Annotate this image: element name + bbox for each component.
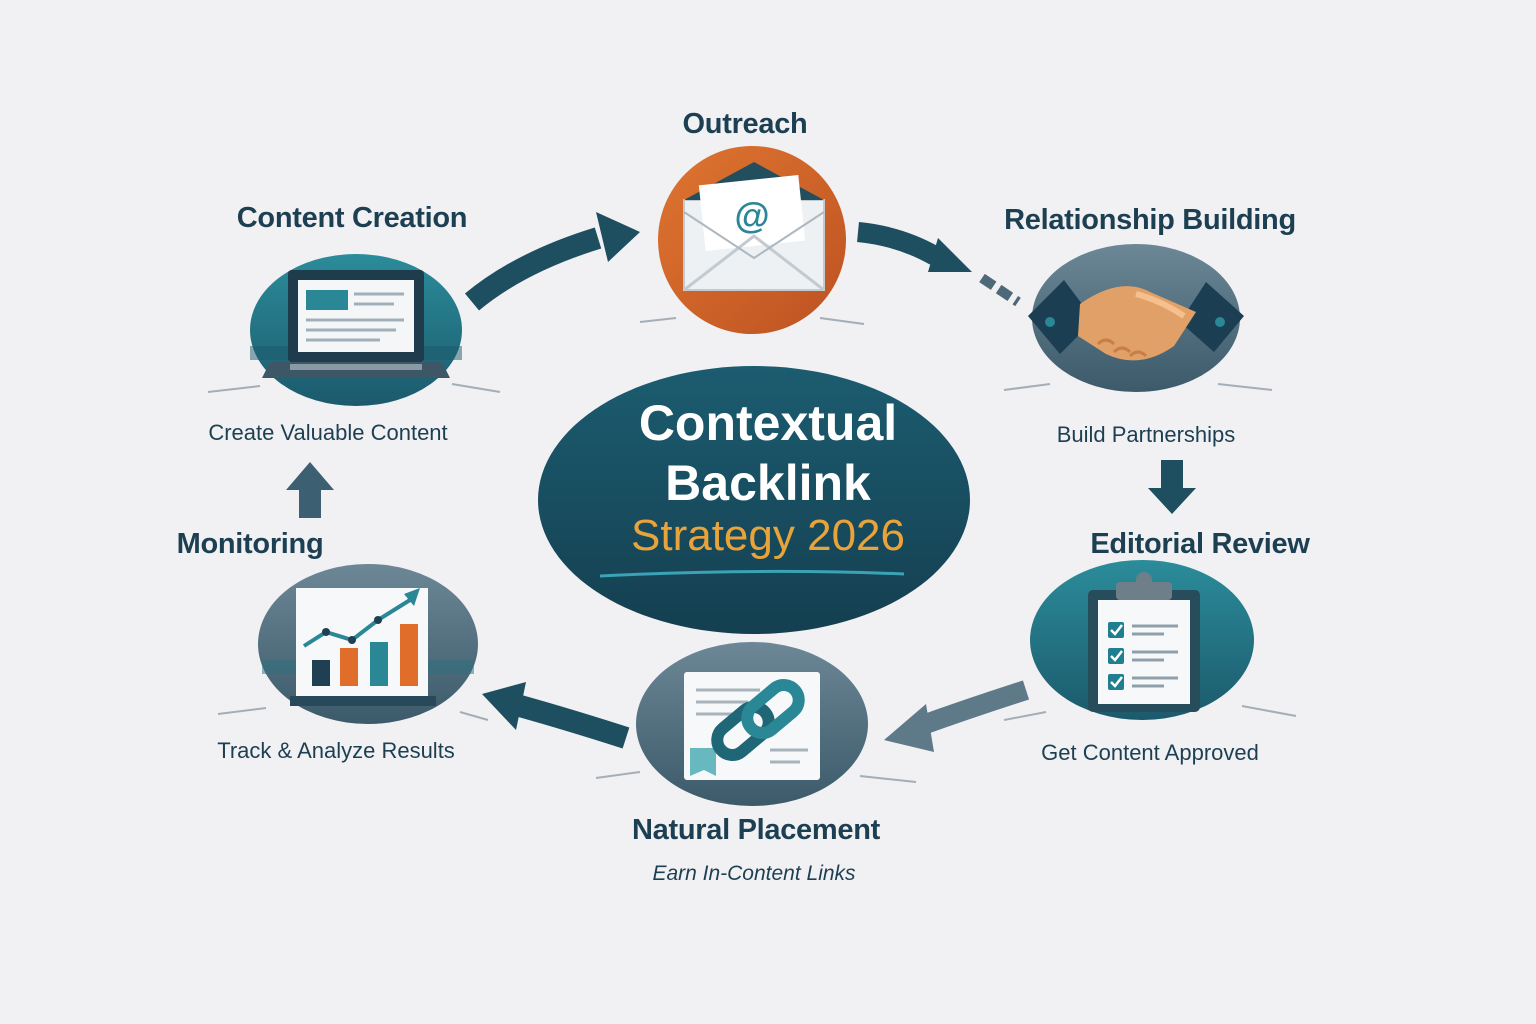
stage-caption-content-creation: Create Valuable Content <box>208 420 448 445</box>
stage-title-content-creation: Content Creation <box>236 202 468 234</box>
arrow-monitoring-to-content <box>286 462 334 518</box>
decorative-lines <box>207 317 1297 783</box>
laptop-icon <box>262 270 450 378</box>
arrow-outreach-to-relationship <box>856 222 1021 307</box>
stage-title-relationship-building: Relationship Building <box>1004 204 1296 236</box>
svg-text:@: @ <box>734 195 769 236</box>
hub-title-line-1: Contextual <box>638 395 898 451</box>
hub-title-line-3: Strategy 2026 <box>631 511 905 560</box>
stage-caption-relationship-building: Build Partnerships <box>1056 422 1236 447</box>
growth-chart-icon <box>290 588 436 706</box>
handshake-icon <box>1028 280 1244 361</box>
arrow-content-to-outreach <box>464 212 640 311</box>
stage-caption-monitoring: Track & Analyze Results <box>217 738 455 763</box>
link-document-icon <box>684 672 820 780</box>
arrow-editorial-to-placement <box>884 680 1030 752</box>
arrow-relationship-to-editorial <box>1148 460 1196 514</box>
stage-title-monitoring: Monitoring <box>176 528 324 560</box>
hub-ellipse <box>538 366 970 634</box>
stage-caption-editorial-review: Get Content Approved <box>1041 740 1259 765</box>
stage-title-outreach: Outreach <box>682 108 808 140</box>
hub-title-line-2: Backlink <box>665 455 871 511</box>
stage-title-editorial-review: Editorial Review <box>1090 528 1310 560</box>
email-envelope-icon: @ <box>683 162 825 292</box>
flow-arrows <box>286 212 1196 752</box>
clipboard-checklist-icon <box>1088 572 1200 712</box>
stage-caption-natural-placement: Earn In-Content Links <box>652 862 856 885</box>
arrow-placement-to-monitoring <box>482 682 630 749</box>
stage-title-natural-placement: Natural Placement <box>632 814 880 846</box>
